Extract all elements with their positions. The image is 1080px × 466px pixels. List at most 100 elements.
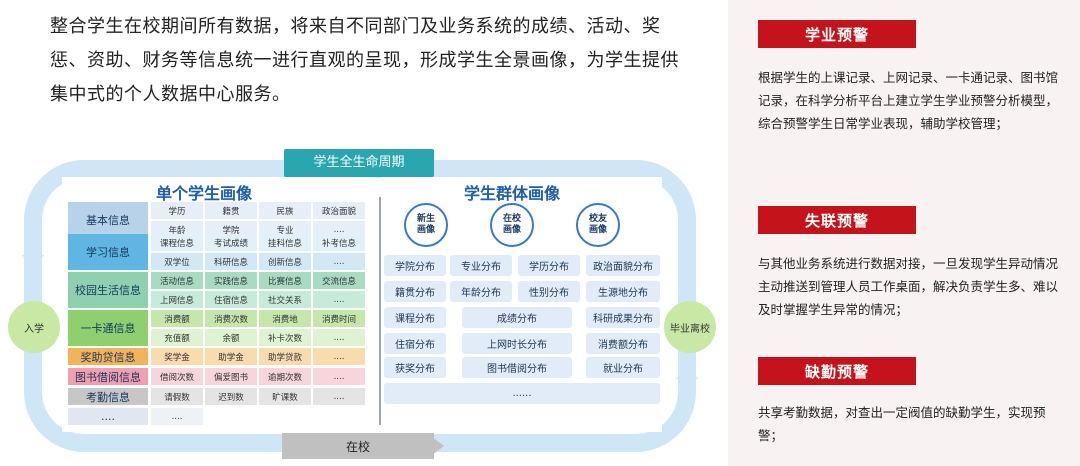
group-circle: 新生画像 bbox=[404, 203, 448, 247]
single-row-cell: 奖学金 bbox=[151, 348, 203, 365]
group-tag: 性别分布 bbox=[518, 281, 580, 302]
single-row-cell: 民族 bbox=[259, 202, 311, 219]
arrow-right-up-icon bbox=[676, 365, 698, 379]
single-row-cell: 借阅次数 bbox=[151, 368, 203, 385]
in-school-bar: 在校 bbox=[282, 433, 434, 459]
exit-circle: 毕业离校 bbox=[664, 301, 716, 353]
single-row-cell: 学历 bbox=[151, 202, 203, 219]
single-row-cell: 旷课数 bbox=[259, 388, 311, 405]
single-row-category: 基本信息 bbox=[68, 202, 148, 238]
single-row-category: 奖助贷信息 bbox=[68, 348, 148, 365]
single-row-cell: 科研信息 bbox=[205, 253, 257, 270]
single-row-cell: 余额 bbox=[205, 329, 257, 346]
single-row-cell: .... bbox=[313, 368, 365, 385]
single-row: ........ bbox=[68, 408, 205, 427]
entry-circle: 入学 bbox=[8, 301, 60, 353]
group-tag: 年龄分布 bbox=[450, 281, 512, 302]
group-tag: ...... bbox=[384, 383, 660, 404]
single-row-cell: .... bbox=[313, 388, 365, 405]
group-portrait-panel: 学生群体画像 新生画像在校画像校友画像学院分布专业分布学历分布政治面貌分布籍贯分… bbox=[382, 177, 662, 432]
single-row-cell: 上网信息 bbox=[151, 291, 203, 308]
single-row-cell: .... bbox=[313, 348, 365, 365]
warning-panel: 学业预警根据学生的上课记录、上网记录、一卡通记录、图书馆记录，在科学分析平台上建… bbox=[728, 0, 1080, 466]
group-circle: 校友画像 bbox=[576, 203, 620, 247]
warning-title: 失联预警 bbox=[758, 206, 916, 234]
single-row-cell: 助学金 bbox=[205, 348, 257, 365]
single-row-category: .... bbox=[68, 408, 148, 425]
single-row-cell: 活动信息 bbox=[151, 272, 203, 289]
group-tag: 获奖分布 bbox=[384, 357, 446, 378]
single-row-category: 学习信息 bbox=[68, 234, 148, 270]
single-row-cell: 双学位 bbox=[151, 253, 203, 270]
single-row-cell: .... bbox=[313, 291, 365, 308]
single-row-cell: 交流信息 bbox=[313, 272, 365, 289]
single-row-cell: 创新信息 bbox=[259, 253, 311, 270]
group-tag: 上网时长分布 bbox=[462, 333, 572, 354]
arrow-bottom-right-icon bbox=[432, 437, 444, 455]
single-row-category: 图书借阅信息 bbox=[68, 368, 148, 385]
single-row-cell: 消费时间 bbox=[313, 310, 365, 327]
single-row-cell: 专业 bbox=[259, 221, 311, 238]
single-row-cell: 补卡次数 bbox=[259, 329, 311, 346]
group-tag: 学院分布 bbox=[384, 255, 446, 276]
single-portrait-title: 单个学生画像 bbox=[156, 184, 253, 203]
single-row-cell: 充值额 bbox=[151, 329, 203, 346]
group-portrait-title: 学生群体画像 bbox=[464, 184, 561, 203]
single-row-cell: 消费额 bbox=[151, 310, 203, 327]
group-tag: 生源地分布 bbox=[586, 281, 660, 302]
warning-text: 根据学生的上课记录、上网记录、一卡通记录、图书馆记录，在科学分析平台上建立学生学… bbox=[758, 70, 1059, 131]
single-row-cell: 课程信息 bbox=[151, 234, 203, 251]
single-row-cell: 补考信息 bbox=[313, 234, 365, 251]
group-tag: 学历分布 bbox=[518, 255, 580, 276]
single-row-cell: 社交关系 bbox=[259, 291, 311, 308]
single-row: 学习信息课程信息考试成绩挂科信息补考信息双学位科研信息创新信息.... bbox=[68, 234, 367, 272]
single-row-cell: 比赛信息 bbox=[259, 272, 311, 289]
single-row: 一卡通信息消费额消费次数消费地消费时间充值额余额补卡次数.... bbox=[68, 310, 367, 348]
single-row-cell: 迟到数 bbox=[205, 388, 257, 405]
single-row-cell: 逾期次数 bbox=[259, 368, 311, 385]
single-row-category: 校园生活信息 bbox=[68, 272, 148, 308]
intro-text: 整合学生在校期间所有数据，将来自不同部门及业务系统的成绩、活动、奖惩、资助、财务… bbox=[50, 16, 679, 105]
single-row-cell: 实践信息 bbox=[205, 272, 257, 289]
group-tag: 消费额分布 bbox=[586, 333, 660, 354]
warning-text: 共享考勤数据，对查出一定阀值的缺勤学生，实现预警； bbox=[758, 405, 1046, 443]
group-tag: 住宿分布 bbox=[384, 333, 446, 354]
single-row: 奖助贷信息奖学金助学金助学贷款.... bbox=[68, 348, 367, 367]
lifecycle-diagram: 学生全生命周期 单个学生画像 基本信息学历籍贯民族政治面貌年龄学院专业....学… bbox=[0, 145, 720, 466]
single-row-cell: 政治面貌 bbox=[313, 202, 365, 219]
single-row-cell: 籍贯 bbox=[205, 202, 257, 219]
single-row-cell: 住宿信息 bbox=[205, 291, 257, 308]
group-tag: 图书借阅分布 bbox=[462, 357, 572, 378]
single-row-cell: 挂科信息 bbox=[259, 234, 311, 251]
single-row-cell: 请假数 bbox=[151, 388, 203, 405]
single-row-cell: .... bbox=[313, 253, 365, 270]
single-row-cell: 消费次数 bbox=[205, 310, 257, 327]
single-row-cell: 考试成绩 bbox=[205, 234, 257, 251]
group-tag: 课程分布 bbox=[384, 307, 446, 328]
single-row-cell: 助学贷款 bbox=[259, 348, 311, 365]
single-row-category: 考勤信息 bbox=[68, 388, 148, 405]
warning-text: 与其他业务系统进行数据对接，一旦发现学生异动情况主动推送到管理人员工作桌面，解决… bbox=[758, 256, 1059, 317]
single-row-cell: .... bbox=[313, 221, 365, 238]
single-row-category: 一卡通信息 bbox=[68, 310, 148, 346]
single-row: 基本信息学历籍贯民族政治面貌年龄学院专业.... bbox=[68, 202, 367, 240]
group-circle: 在校画像 bbox=[490, 203, 534, 247]
single-row: 考勤信息请假数迟到数旷课数.... bbox=[68, 388, 367, 407]
single-portrait-panel: 单个学生画像 基本信息学历籍贯民族政治面貌年龄学院专业....学习信息课程信息考… bbox=[62, 177, 376, 432]
arrow-left-down-icon bbox=[22, 255, 44, 269]
group-tag: 科研成果分布 bbox=[586, 307, 660, 328]
group-tag: 就业分布 bbox=[586, 357, 660, 378]
single-row-cell: 年龄 bbox=[151, 221, 203, 238]
single-row-cell: 消费地 bbox=[259, 310, 311, 327]
single-row-cell: .... bbox=[151, 408, 203, 425]
single-row: 图书借阅信息借阅次数偏爱图书逾期次数.... bbox=[68, 368, 367, 387]
group-tag: 政治面貌分布 bbox=[586, 255, 660, 276]
group-tag: 籍贯分布 bbox=[384, 281, 446, 302]
warning-title: 缺勤预警 bbox=[758, 357, 916, 385]
lifecycle-title: 学生全生命周期 bbox=[284, 149, 434, 177]
single-row-cell: 学院 bbox=[205, 221, 257, 238]
panel-divider bbox=[379, 197, 381, 425]
group-tag: 成绩分布 bbox=[462, 307, 572, 328]
single-row-cell: .... bbox=[313, 329, 365, 346]
warning-title: 学业预警 bbox=[758, 20, 916, 48]
